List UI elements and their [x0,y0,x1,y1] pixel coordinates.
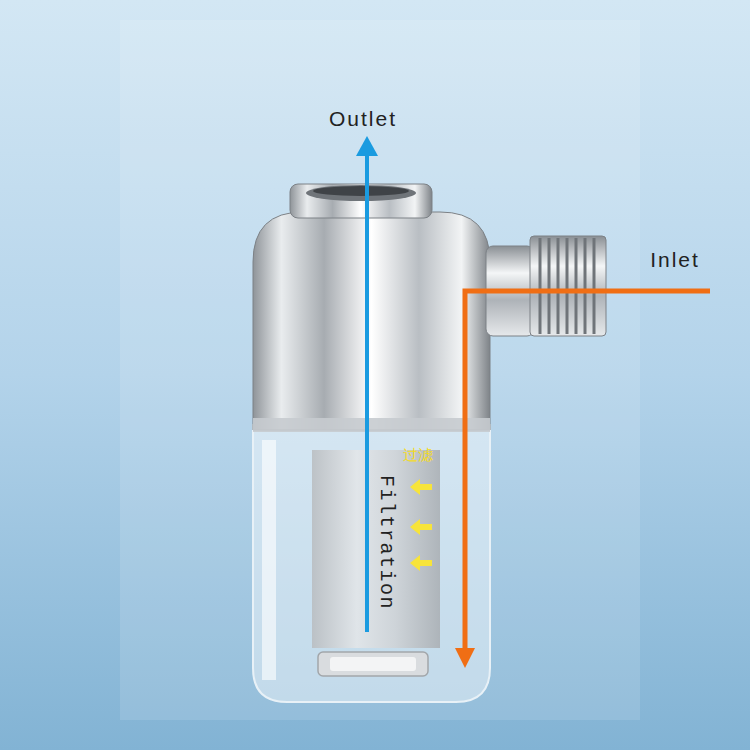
outlet-label-wrap: Outlet [329,107,397,131]
filtration-label: Filtration [376,474,399,609]
filter-label-zh: 过滤 [403,447,433,464]
filter-label-zh-wrap: 过滤 [403,446,433,464]
outlet-label: Outlet [329,107,397,131]
inlet-label: Inlet [650,248,700,272]
filtration-label-wrap: Filtration [376,474,399,609]
inlet-label-wrap: Inlet [650,248,700,272]
